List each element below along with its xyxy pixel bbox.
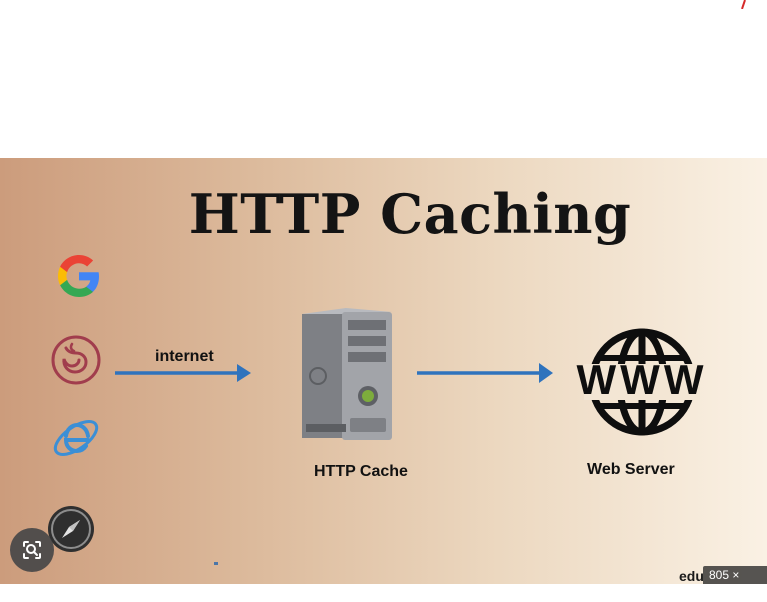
www-text: WWW xyxy=(576,356,708,403)
arrow-to-server-icon xyxy=(417,363,553,383)
visual-search-button[interactable] xyxy=(10,528,54,572)
http-cache-label: HTTP Cache xyxy=(314,463,408,480)
cache-server-icon xyxy=(302,308,392,440)
http-caching-image[interactable]: HTTP Caching internet xyxy=(0,158,767,584)
diagram-title: HTTP Caching xyxy=(188,182,632,246)
blank-top-area xyxy=(0,0,767,158)
internet-label: internet xyxy=(155,348,214,365)
red-mark-icon xyxy=(741,0,746,9)
globe-icon xyxy=(584,328,700,436)
firefox-icon xyxy=(51,335,101,385)
safari-icon xyxy=(48,506,94,552)
image-dimensions-badge: 805 × 447 xyxy=(703,566,767,600)
small-marker xyxy=(214,562,218,565)
visual-search-icon xyxy=(23,541,41,559)
google-icon xyxy=(58,255,99,297)
web-server-label: Web Server xyxy=(587,461,675,478)
watermark-text: edu xyxy=(679,568,704,584)
arrow-to-cache-icon xyxy=(115,364,251,382)
internet-explorer-icon xyxy=(53,420,99,456)
